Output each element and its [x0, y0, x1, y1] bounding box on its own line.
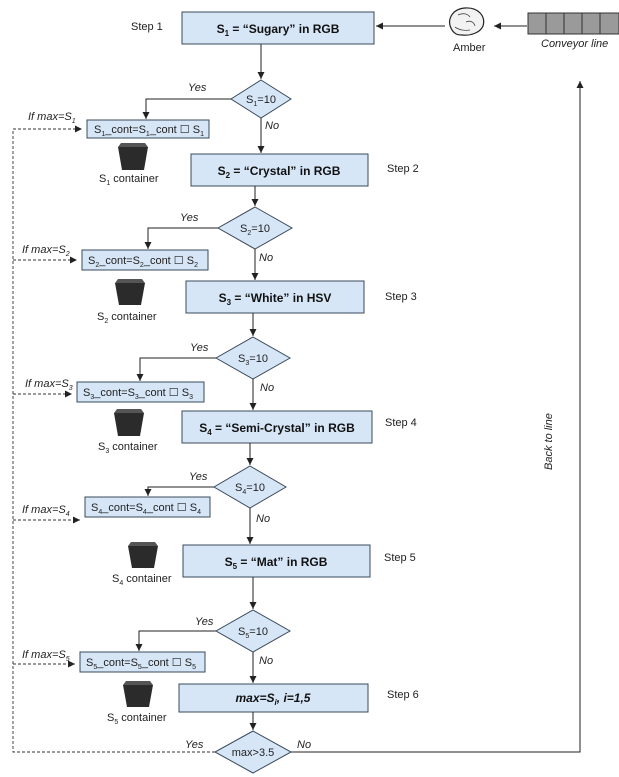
decision-2-yes-arrow — [144, 227, 218, 249]
step-3-text: S3 = “White” in HSV — [219, 291, 332, 307]
step-4-label: Step 4 — [385, 417, 417, 429]
container-3-icon — [114, 409, 144, 436]
final-decision-diamond — [213, 730, 293, 774]
back-to-line-label: Back to line — [543, 413, 555, 470]
decision-4-text: S4=10 — [235, 482, 265, 496]
back-to-line-arrow — [291, 81, 584, 753]
decision-1-no-label: No — [265, 120, 279, 132]
final-decision-yes-label: Yes — [185, 739, 204, 751]
decision-2-yes-label: Yes — [180, 212, 199, 224]
step-2-box — [190, 153, 369, 187]
step-5-box — [182, 544, 371, 578]
step-1-box — [181, 11, 375, 45]
decision-3-yes-arrow — [136, 357, 216, 381]
condition-3-label: If max=S3 — [25, 378, 73, 392]
condition-4-label: If max=S4 — [22, 504, 70, 518]
step-3-box — [185, 280, 365, 314]
decision-5-yes-arrow — [135, 630, 216, 651]
decision-2-no-label: No — [259, 252, 273, 264]
step-6-label: Step 6 — [387, 689, 419, 701]
decision-2-text: S2=10 — [240, 223, 270, 237]
condition-1-label: If max=S1 — [28, 111, 76, 125]
store-3-text: S3_cont=S3_cont ☐ S3 — [83, 387, 193, 401]
condition-2-label: If max=S2 — [22, 244, 70, 258]
conveyor-belt — [527, 12, 619, 35]
decision-4-no-label: No — [256, 513, 270, 525]
decision-4-yes-arrow — [144, 486, 214, 496]
amber-stone-icon — [449, 7, 485, 36]
step-1-text: S1 = “Sugary” in RGB — [217, 22, 340, 38]
store-5-box — [79, 651, 206, 673]
store-2-text: S2_cont=S2_cont ☐ S2 — [88, 255, 198, 269]
container-1-icon — [118, 143, 148, 170]
decision-3-text: S3=10 — [238, 353, 268, 367]
store-5-text: S5_cont=S5_cont ☐ S5 — [86, 657, 196, 671]
store-1-text: S1_cont=S1_cont ☐ S1 — [94, 124, 204, 138]
store-4-text: S4_cont=S4_cont ☐ S4 — [91, 502, 201, 516]
decision-1-yes-label: Yes — [188, 82, 207, 94]
step-3-label: Step 3 — [385, 291, 417, 303]
container-4-label: S4 container — [112, 573, 172, 587]
container-3-label: S3 container — [98, 441, 158, 455]
decision-5-yes-label: Yes — [195, 616, 214, 628]
decision-3-no-label: No — [260, 382, 274, 394]
container-2-icon — [115, 279, 145, 305]
store-1-box — [86, 119, 210, 139]
step-6-box — [178, 683, 369, 713]
store-3-box — [76, 381, 205, 403]
step-2-text: S2 = “Crystal” in RGB — [218, 164, 341, 180]
decision-1-text: S1=10 — [246, 94, 276, 108]
conveyor-line-label: Conveyor line — [541, 38, 608, 50]
container-2-label: S2 container — [97, 311, 157, 325]
step-6-text: max=Si, i=1,5 — [236, 691, 311, 707]
decision-1-yes-arrow — [142, 98, 231, 119]
decision-3-yes-label: Yes — [190, 342, 209, 354]
step-4-text: S4 = “Semi-Crystal” in RGB — [199, 421, 355, 437]
decision-4-yes-label: Yes — [189, 471, 208, 483]
final-decision-text: max>3.5 — [232, 747, 275, 759]
container-5-label: S5 container — [107, 712, 167, 726]
container-1-label: S1 container — [99, 173, 159, 187]
final-decision-no-label: No — [297, 739, 311, 751]
step-5-text: S5 = “Mat” in RGB — [225, 555, 328, 571]
decision-5-no-label: No — [259, 655, 273, 667]
step-1-label: Step 1 — [131, 21, 163, 33]
amber-label: Amber — [453, 42, 486, 54]
condition-5-label: If max=S5 — [22, 649, 70, 663]
store-4-box — [84, 496, 211, 518]
container-4-icon — [128, 542, 158, 568]
step-5-label: Step 5 — [384, 552, 416, 564]
decision-5-text: S5=10 — [238, 626, 268, 640]
store-2-box — [81, 249, 209, 271]
step-2-label: Step 2 — [387, 163, 419, 175]
container-5-icon — [123, 681, 153, 707]
step-4-box — [181, 410, 373, 444]
yes-feedback-dashed-line — [12, 129, 215, 753]
